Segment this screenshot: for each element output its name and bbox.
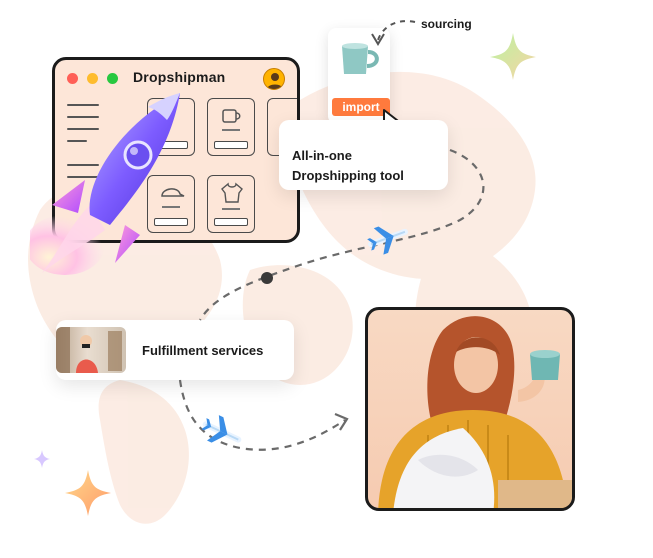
cap-icon: [161, 188, 185, 197]
card-line: [222, 208, 240, 210]
card-button[interactable]: [214, 141, 248, 149]
sourcing-label: sourcing: [421, 17, 472, 31]
warehouse-photo: [56, 327, 126, 373]
rocket-icon: [30, 93, 180, 275]
tool-line-2: Dropshipping tool: [292, 168, 404, 183]
card-line: [162, 206, 180, 208]
product-card-mug[interactable]: [207, 98, 255, 156]
hoodie-icon: [221, 182, 243, 203]
product-card-cap[interactable]: [147, 175, 195, 233]
mug-icon: [222, 109, 241, 123]
menu-line: [67, 116, 99, 118]
minimize-window-dot[interactable]: [87, 73, 98, 84]
menu-line: [67, 128, 99, 130]
menu-line: [67, 140, 87, 142]
import-button[interactable]: import: [332, 98, 390, 116]
dropshipping-tool-text: All-in-one Dropshipping tool: [292, 146, 442, 186]
tool-line-1: All-in-one: [292, 148, 352, 163]
avatar-icon[interactable]: [263, 68, 285, 90]
card-button[interactable]: [154, 218, 188, 226]
fulfillment-label: Fulfillment services: [142, 343, 264, 358]
mug-icon: [342, 43, 379, 74]
menu-line: [67, 176, 99, 178]
customer-photo: [365, 307, 575, 511]
menu-line: [67, 164, 99, 166]
menu-line: [67, 104, 99, 106]
card-button[interactable]: [214, 218, 248, 226]
maximize-window-dot[interactable]: [107, 73, 118, 84]
app-title: Dropshipman: [133, 69, 226, 85]
card-line: [222, 129, 240, 131]
product-card-hoodie[interactable]: [207, 175, 255, 233]
close-window-dot[interactable]: [67, 73, 78, 84]
